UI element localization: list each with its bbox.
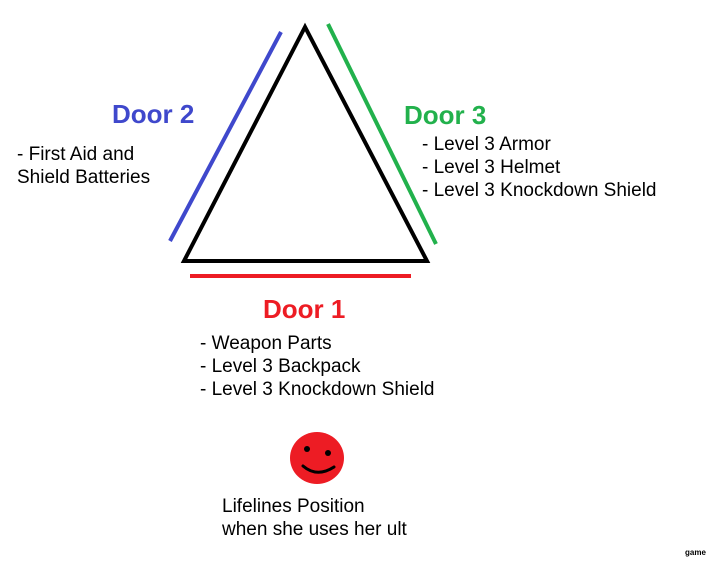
list-item: - Level 3 Knockdown Shield	[422, 180, 657, 201]
door-3-items: - Level 3 Armor - Level 3 Helmet - Level…	[422, 133, 656, 202]
list-item: - Level 3 Knockdown Shield	[200, 379, 435, 400]
door-3-side-line	[326, 23, 438, 245]
door-2-title: Door 2	[112, 99, 195, 129]
door-1-title: Door 1	[263, 294, 346, 324]
list-item: Shield Batteries	[17, 167, 151, 188]
list-item: - Level 3 Backpack	[200, 356, 361, 377]
door-2-side-line	[168, 31, 283, 242]
caption-line: Lifelines Position	[222, 496, 365, 517]
list-item: - Level 3 Armor	[422, 134, 551, 155]
smiley-face-icon	[290, 432, 344, 484]
caption-line: when she uses her ult	[222, 519, 407, 540]
watermark: game	[685, 548, 706, 557]
list-item: - Weapon Parts	[200, 333, 332, 354]
list-item: - Level 3 Helmet	[422, 157, 561, 178]
door-1-items: - Weapon Parts - Level 3 Backpack - Leve…	[200, 332, 434, 401]
door-3-title: Door 3	[404, 100, 487, 130]
lifeline-caption: Lifelines Position when she uses her ult	[222, 495, 407, 541]
triangle	[180, 22, 431, 263]
list-item: - First Aid and	[17, 144, 135, 165]
door-2-items: - First Aid and Shield Batteries	[17, 143, 150, 189]
